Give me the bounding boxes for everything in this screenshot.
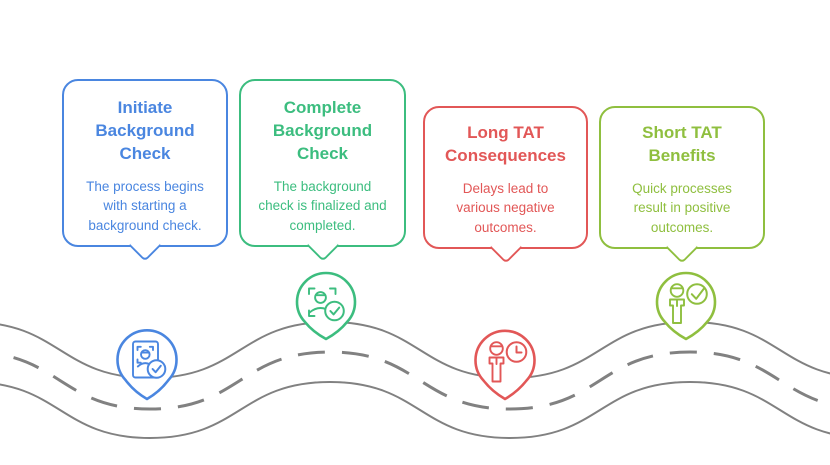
callout-title: Long TAT Consequences [445,123,566,166]
callout-short-tat-benefits: Short TAT Benefits Quick processes resul… [599,106,765,264]
road-centerline [0,350,830,411]
callout-description: The background check is finalized and co… [258,179,387,233]
map-pin-long-tat [474,329,536,401]
id-card-scan-check-icon [132,340,167,379]
callout-description: Delays lead to various negative outcomes… [456,181,555,235]
road-bottom-edge [0,380,830,440]
pin-outline [655,271,717,341]
callout-title: Short TAT Benefits [642,123,722,166]
callout-title: Complete Background Check [272,98,373,164]
callout-initiate-background-check: Initiate Background Check The process be… [62,79,228,262]
callout-complete-background-check: Complete Background Check The background… [239,79,406,262]
map-pin-initiate [116,329,178,401]
map-pin-short-tat [655,271,717,341]
pin-outline [474,329,536,401]
callout-long-tat-consequences: Long TAT Consequences Delays lead to var… [423,106,588,264]
person-clock-icon [488,341,528,383]
person-scan-check-icon [308,287,345,322]
callout-description: Quick processes result in positive outco… [632,181,732,235]
winding-road [0,320,830,440]
map-pin-complete [295,271,357,341]
person-check-icon [669,283,708,324]
callout-title: Initiate Background Check [95,98,195,164]
callout-description: The process begins with starting a backg… [86,179,204,233]
road-top-edge [0,320,830,380]
